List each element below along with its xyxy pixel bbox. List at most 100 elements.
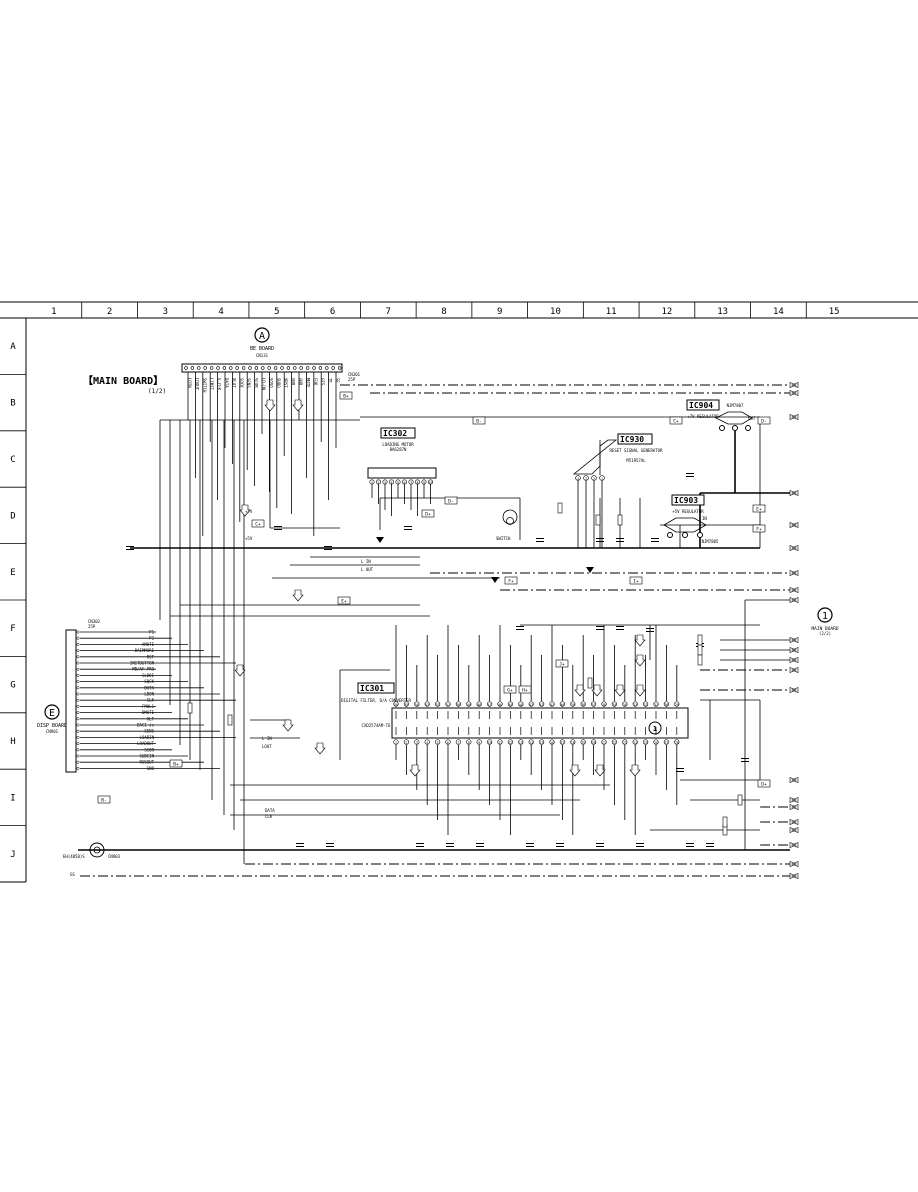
wiring bbox=[78, 416, 790, 851]
svg-text:2: 2 bbox=[377, 481, 379, 485]
svg-text:3: 3 bbox=[416, 741, 418, 745]
be-signal-label: FOK bbox=[313, 378, 318, 386]
cross-ref-label: I+ bbox=[633, 579, 639, 585]
grid-row-label: I bbox=[10, 793, 15, 803]
cross-reference-boxes: B+B-D+D-C+E+F+I+J+G+H+B+B-D+D-C+E+F+ bbox=[97, 391, 771, 804]
ic302-part: BA6287N bbox=[390, 447, 407, 452]
grid-col-label: 15 bbox=[829, 307, 840, 317]
sheet-frame bbox=[0, 301, 918, 883]
cross-ref-label: C+ bbox=[673, 419, 679, 425]
cross-ref-label: C+ bbox=[255, 522, 261, 528]
be-signal-label: LIMIT bbox=[209, 378, 214, 391]
ic301-part: CXD2574AM-T6 bbox=[362, 723, 391, 728]
svg-text:52: 52 bbox=[436, 703, 440, 707]
lin-label-2: L IN bbox=[361, 559, 371, 564]
ic904-ref: IC904 bbox=[689, 401, 713, 410]
be-signal-label: DATA bbox=[224, 378, 229, 388]
passive-components bbox=[126, 399, 749, 847]
disp-signal-label: RUSOUT bbox=[140, 760, 155, 765]
grid-row-label: B bbox=[10, 399, 15, 409]
disp-signal-label: CLK bbox=[147, 698, 155, 703]
grid-col-label: 3 bbox=[163, 307, 168, 317]
svg-text:56: 56 bbox=[394, 703, 398, 707]
disp-signal-label: SENS bbox=[144, 729, 154, 734]
ic904-function: +7V REGULATOR bbox=[687, 414, 719, 419]
disp-signal-label: INITDUTTON bbox=[130, 661, 155, 666]
transistors: 1 bbox=[502, 509, 662, 735]
be-signal-label: SWITCH bbox=[202, 378, 207, 393]
svg-text:7: 7 bbox=[410, 481, 412, 485]
disp-board-connector: E DISP BOARD CN901 CN302 25P P1P2AMUTEDA… bbox=[37, 619, 236, 773]
svg-text:5: 5 bbox=[437, 741, 439, 745]
svg-text:6: 6 bbox=[403, 481, 405, 485]
svg-text:55: 55 bbox=[404, 703, 408, 707]
grid-col-label: 10 bbox=[550, 307, 561, 317]
disp-signal-label: LDON bbox=[144, 692, 154, 697]
cross-ref-label: G+ bbox=[507, 688, 513, 694]
svg-text:30: 30 bbox=[664, 703, 668, 707]
svg-text:17: 17 bbox=[560, 741, 564, 745]
svg-text:38: 38 bbox=[581, 703, 585, 707]
grid-col-label: 4 bbox=[218, 307, 223, 317]
be-signal-label: LDIN bbox=[187, 378, 192, 388]
svg-text:5: 5 bbox=[397, 481, 399, 485]
svg-text:11: 11 bbox=[498, 741, 502, 745]
svg-text:2: 2 bbox=[405, 741, 407, 745]
cross-ref-label: D+ bbox=[761, 782, 767, 788]
svg-text:19: 19 bbox=[581, 741, 585, 745]
svg-text:53: 53 bbox=[425, 703, 429, 707]
disp-signal-label: SUBCIN bbox=[140, 754, 155, 759]
main-board-label: MAIN BOARD bbox=[811, 626, 838, 632]
svg-text:34: 34 bbox=[623, 703, 627, 707]
svg-text:6: 6 bbox=[447, 741, 449, 745]
bus-lines bbox=[80, 384, 790, 877]
cross-ref-label: B- bbox=[476, 419, 481, 425]
svg-text:9: 9 bbox=[478, 741, 480, 745]
disp-signal-label: DAIMMORE bbox=[135, 648, 155, 653]
svg-text:13: 13 bbox=[519, 741, 523, 745]
ic930-function: RESET SIGNAL GENERATOR bbox=[610, 448, 664, 453]
disp-signal-label: P1 bbox=[149, 630, 154, 635]
be-signal-label: SCOR bbox=[254, 378, 259, 388]
svg-text:22: 22 bbox=[612, 741, 616, 745]
board-page: (1/2) bbox=[148, 388, 166, 395]
ic903-part: NJM7805 bbox=[702, 539, 719, 544]
svg-text:8: 8 bbox=[468, 741, 470, 745]
svg-text:16: 16 bbox=[550, 741, 554, 745]
svg-text:27: 27 bbox=[664, 741, 668, 745]
grid-col-label: 5 bbox=[274, 307, 279, 317]
cross-ref-label: D- bbox=[448, 499, 453, 505]
svg-text:26: 26 bbox=[654, 741, 658, 745]
svg-text:47: 47 bbox=[488, 703, 492, 707]
ic904-part: NJM7807 bbox=[727, 403, 744, 408]
cross-ref-label: D+ bbox=[425, 512, 431, 518]
ic301-dac: IC301 DIGITAL FILTER, D/A CONVERTER CXD2… bbox=[341, 682, 689, 745]
lout-label: LOUT bbox=[262, 744, 272, 749]
svg-text:20: 20 bbox=[592, 741, 596, 745]
disp-signal-label: GND bbox=[147, 766, 155, 771]
disp-signal-label: DATA bbox=[144, 685, 154, 690]
svg-text:41: 41 bbox=[550, 703, 554, 707]
svg-text:24: 24 bbox=[633, 741, 637, 745]
grid-col-label: 13 bbox=[717, 307, 728, 317]
svg-text:18: 18 bbox=[571, 741, 575, 745]
be-board-conn: CN131 bbox=[256, 353, 269, 358]
svg-text:42: 42 bbox=[540, 703, 544, 707]
clk-label: CLK bbox=[265, 814, 273, 819]
disp-signal-label: MD/AF PRO bbox=[132, 667, 154, 672]
svg-text:3: 3 bbox=[585, 477, 587, 481]
ic903-function: +5V REGULATOR bbox=[672, 509, 704, 514]
grid-row-label: D bbox=[10, 511, 15, 521]
svg-text:39: 39 bbox=[571, 703, 575, 707]
bus-arrows bbox=[789, 382, 799, 879]
disp-signal-label: DACI is bbox=[137, 723, 154, 728]
svg-text:51: 51 bbox=[446, 703, 450, 707]
power-5v-label: +5V bbox=[245, 536, 253, 541]
cn301-pins: 25P bbox=[348, 377, 356, 382]
svg-text:23: 23 bbox=[623, 741, 627, 745]
